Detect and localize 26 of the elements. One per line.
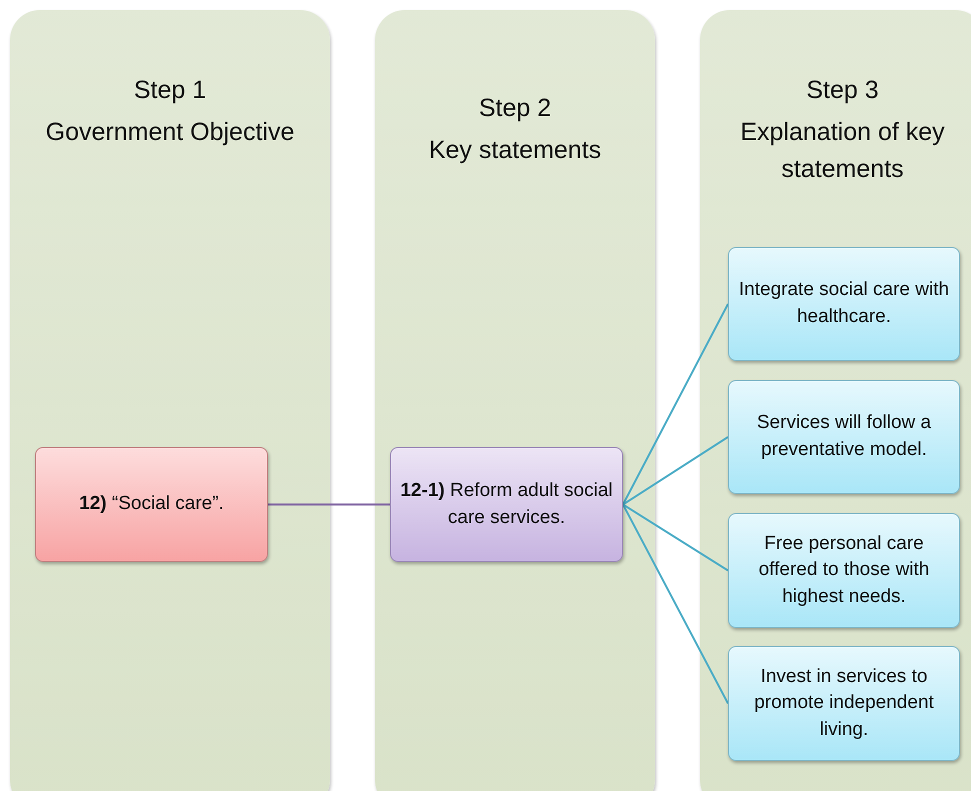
connector-line — [622, 504, 729, 572]
connector-line — [622, 304, 729, 505]
statement-text: Integrate social care with healthcare. — [738, 278, 950, 329]
column-heading: Government Objective — [44, 117, 296, 148]
step-heading: Step 1 — [134, 75, 206, 106]
statement-box — [728, 380, 960, 494]
column-panel — [375, 10, 655, 791]
column-panel — [700, 10, 971, 791]
connector-line — [622, 504, 729, 704]
statement-text: Services will follow a preventative model. — [756, 411, 932, 462]
connector-line — [268, 504, 390, 506]
statement-text: 12-1) Reform adult social care services. — [399, 478, 614, 530]
statement-box — [35, 447, 268, 562]
statement-box — [728, 513, 960, 628]
statement-text: Free personal care offered to those with highest needs. — [758, 532, 930, 609]
step-heading: Step 3 — [806, 75, 879, 106]
statement-text: 12) “Social care”. — [79, 492, 224, 516]
statement-text: Invest in services to promote independent living. — [753, 664, 935, 742]
column-heading: Key statements — [428, 135, 602, 166]
statement-box — [390, 447, 623, 562]
statement-box — [728, 646, 960, 761]
column-panel — [10, 10, 330, 791]
connector-line — [622, 436, 729, 506]
column-heading: Explanation of key statements — [739, 117, 946, 184]
step-heading: Step 2 — [478, 93, 552, 124]
statement-box — [728, 247, 960, 361]
